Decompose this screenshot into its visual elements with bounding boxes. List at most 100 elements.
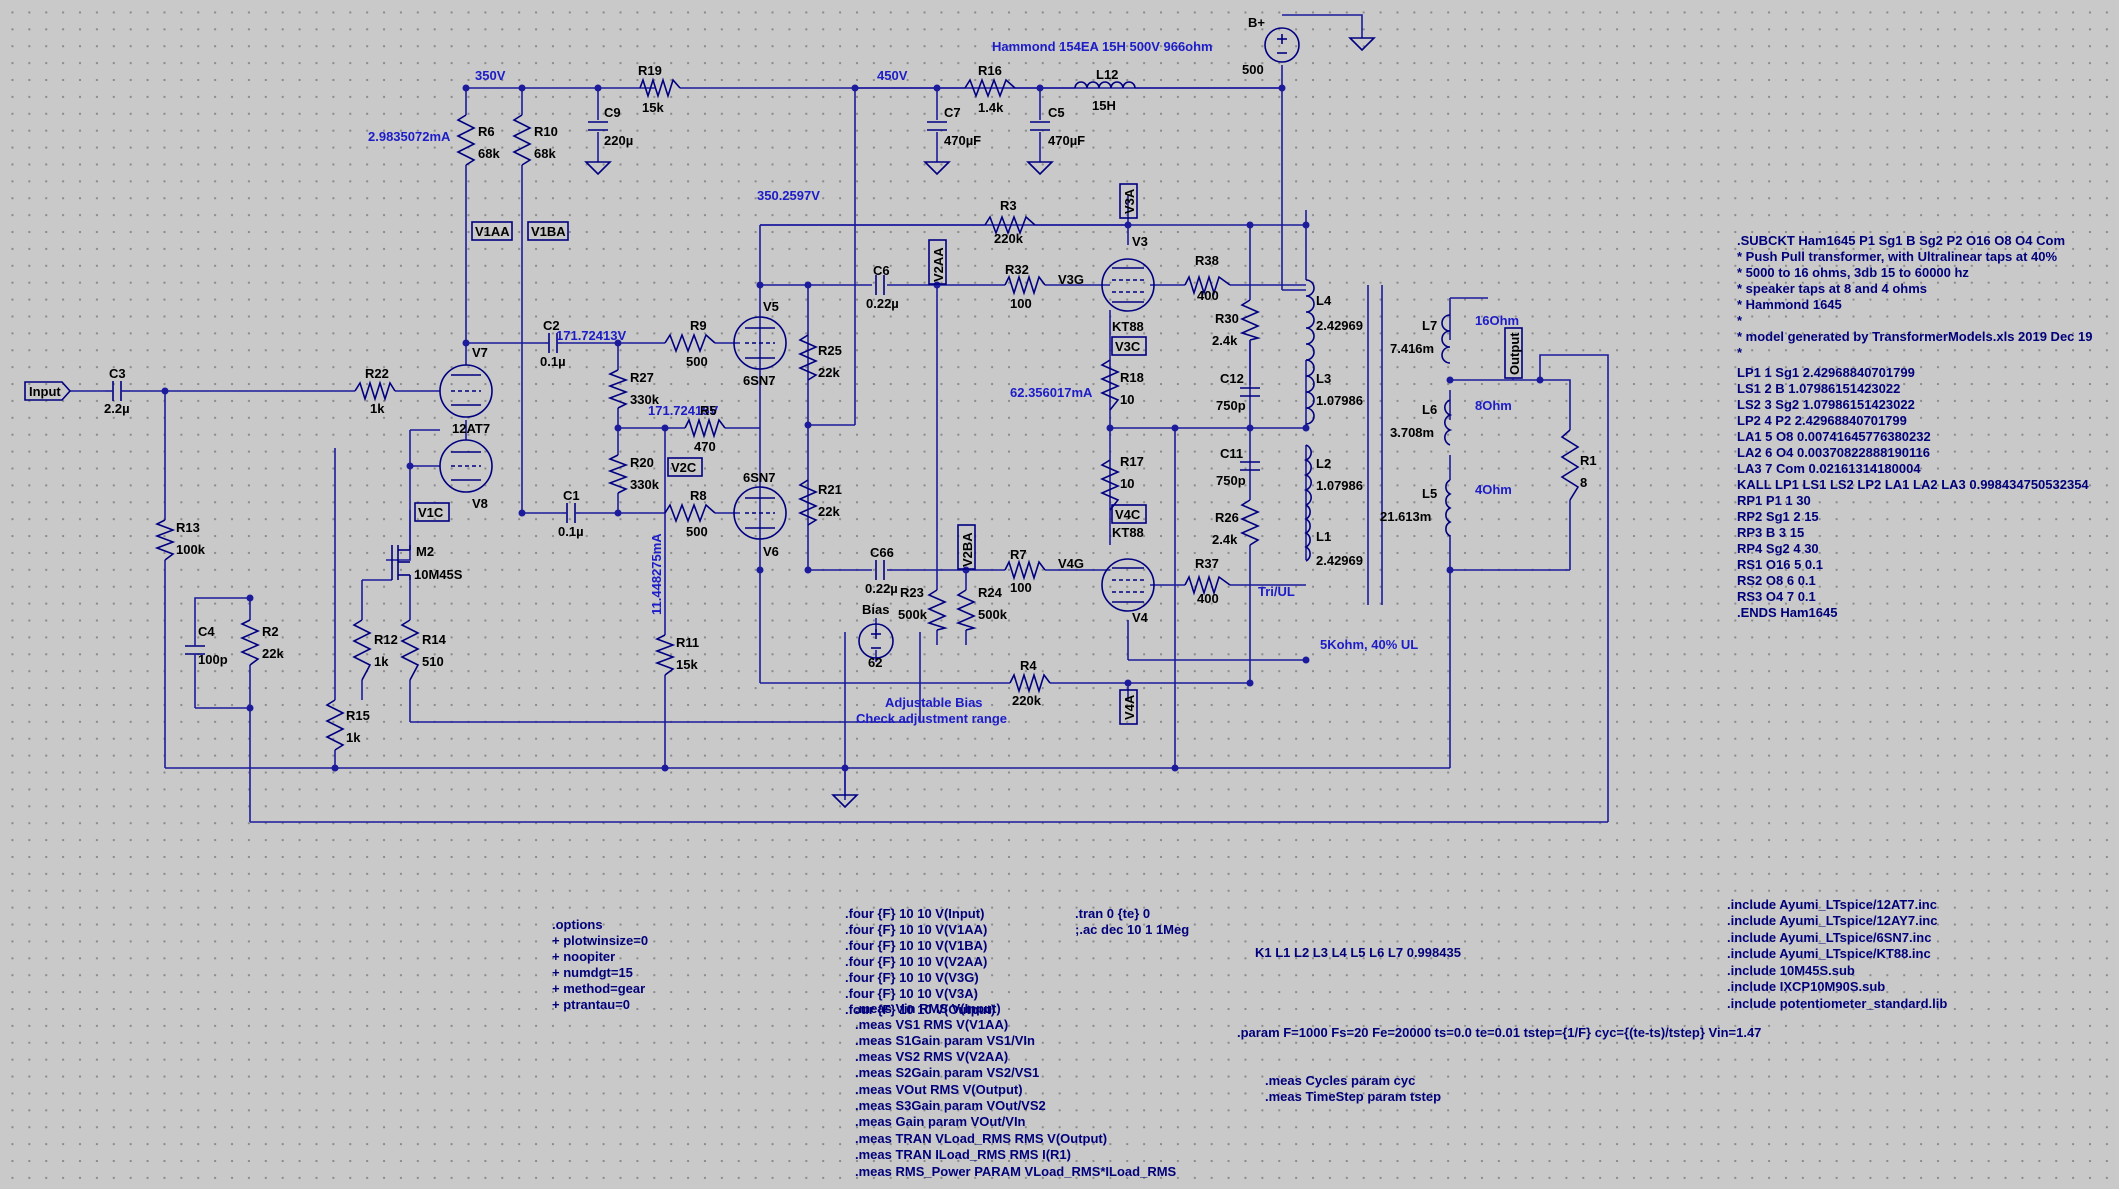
v1c-label: V1C bbox=[418, 505, 444, 520]
R8-symbol[interactable] bbox=[664, 502, 716, 524]
R37-symbol[interactable] bbox=[1184, 574, 1231, 596]
v4a-flag[interactable] bbox=[1119, 689, 1138, 725]
R27-symbol[interactable] bbox=[607, 369, 629, 409]
r26-value-label: 2.4k bbox=[1212, 532, 1238, 547]
V7-tube-symbol[interactable] bbox=[439, 364, 493, 418]
R24-symbol[interactable] bbox=[955, 589, 977, 631]
R38-symbol[interactable] bbox=[1184, 274, 1231, 296]
R26-symbol[interactable] bbox=[1240, 499, 1260, 546]
b1-value-label: 500 bbox=[1242, 62, 1264, 77]
R13-symbol[interactable] bbox=[154, 519, 176, 561]
L5-symbol[interactable] bbox=[1445, 479, 1452, 537]
directive-line: .four {F} 10 10 V(V2AA) bbox=[845, 954, 987, 969]
bplus-label: B+ bbox=[1248, 15, 1265, 30]
r32-ref-label: R32 bbox=[1005, 262, 1029, 277]
r8-value-label: 500 bbox=[686, 524, 708, 539]
L7-symbol[interactable] bbox=[1441, 314, 1451, 364]
R10-symbol[interactable] bbox=[512, 114, 532, 166]
R30-symbol[interactable] bbox=[1239, 299, 1261, 341]
v5-value-label: 6SN7 bbox=[743, 373, 776, 388]
L2-symbol[interactable] bbox=[1303, 444, 1312, 506]
R17-symbol[interactable] bbox=[1100, 459, 1120, 511]
r23-ref-label: R23 bbox=[900, 585, 924, 600]
C7-symbol[interactable] bbox=[927, 121, 947, 131]
l1-ref-label: L1 bbox=[1316, 529, 1331, 544]
C6-symbol[interactable] bbox=[875, 275, 885, 295]
R5-symbol[interactable] bbox=[684, 417, 726, 439]
c7-value-label: 470µF bbox=[944, 133, 981, 148]
directive-line: .four {F} 10 10 V(Output) bbox=[845, 1002, 995, 1017]
C4-symbol[interactable] bbox=[185, 640, 205, 662]
V4-tube-symbol[interactable] bbox=[1101, 558, 1155, 612]
directive-line: * Hammond 1645 bbox=[1737, 297, 1842, 312]
R2-symbol[interactable] bbox=[240, 619, 260, 666]
V8-tube-symbol[interactable] bbox=[439, 439, 493, 493]
R32-symbol[interactable] bbox=[1004, 274, 1046, 296]
L12-symbol[interactable] bbox=[1074, 81, 1136, 89]
R12-symbol[interactable] bbox=[352, 619, 372, 681]
bplus-source-symbol[interactable] bbox=[1264, 27, 1300, 63]
C2-symbol[interactable] bbox=[545, 333, 562, 353]
v2aa-flag[interactable] bbox=[928, 239, 947, 285]
directive-line: LA2 6 O4 0.00370822888190116 bbox=[1737, 445, 1930, 460]
v3c-flag[interactable] bbox=[1111, 336, 1147, 356]
C1-symbol[interactable] bbox=[562, 503, 580, 523]
R16-symbol[interactable] bbox=[964, 77, 1016, 99]
R4-symbol[interactable] bbox=[1009, 672, 1051, 694]
r14-value-label: 510 bbox=[422, 654, 444, 669]
m2-ref-label: M2 bbox=[416, 544, 434, 559]
directive-line: .meas Vin RMS V(Input) bbox=[855, 1001, 1001, 1016]
ground-icon bbox=[923, 161, 951, 176]
v2c-flag[interactable] bbox=[667, 457, 703, 477]
v4c-flag[interactable] bbox=[1111, 504, 1147, 524]
v1aa-flag[interactable] bbox=[471, 221, 513, 241]
C9-symbol[interactable] bbox=[588, 121, 608, 131]
v1c-flag[interactable] bbox=[414, 502, 450, 522]
R25-symbol[interactable] bbox=[798, 334, 818, 381]
v7-ref-label: V7 bbox=[472, 345, 488, 360]
v1ba-flag[interactable] bbox=[527, 221, 569, 241]
r24-ref-label: R24 bbox=[978, 585, 1003, 600]
R9-symbol[interactable] bbox=[664, 332, 716, 354]
V6-tube-symbol[interactable] bbox=[733, 486, 787, 540]
r30-ref-label: R30 bbox=[1215, 311, 1239, 326]
c66-value-label: 0.22µ bbox=[865, 581, 898, 596]
C3-symbol[interactable] bbox=[105, 381, 130, 401]
V5-tube-symbol[interactable] bbox=[733, 316, 787, 370]
R21-symbol[interactable] bbox=[798, 479, 818, 526]
R14-symbol[interactable] bbox=[400, 619, 420, 681]
L1-symbol[interactable] bbox=[1304, 504, 1311, 562]
R1-symbol[interactable] bbox=[1560, 429, 1580, 501]
R18-symbol[interactable] bbox=[1100, 359, 1120, 411]
R20-symbol[interactable] bbox=[607, 454, 629, 494]
C66-symbol[interactable] bbox=[875, 560, 885, 580]
c66-ref-label: C66 bbox=[870, 545, 894, 560]
R11-symbol[interactable] bbox=[654, 634, 676, 676]
V3-tube-symbol[interactable] bbox=[1101, 258, 1155, 312]
resistor-symbols bbox=[154, 77, 1580, 751]
input-port-flag[interactable] bbox=[24, 381, 72, 401]
bias-source-symbol[interactable] bbox=[858, 623, 894, 659]
C11-symbol[interactable] bbox=[1240, 461, 1260, 471]
R6-symbol[interactable] bbox=[456, 114, 476, 166]
L3-symbol[interactable] bbox=[1305, 359, 1315, 425]
v2ba-flag[interactable] bbox=[957, 524, 976, 570]
r22-value-label: 1k bbox=[370, 401, 385, 416]
R19-symbol[interactable] bbox=[639, 77, 681, 99]
v3a-flag[interactable] bbox=[1119, 183, 1138, 219]
R23-symbol[interactable] bbox=[926, 589, 948, 631]
tri-ul-note: Tri/UL bbox=[1258, 584, 1295, 599]
R22-symbol[interactable] bbox=[354, 380, 396, 402]
R15-symbol[interactable] bbox=[325, 699, 345, 751]
r7-value-label: 100 bbox=[1010, 580, 1032, 595]
mosfet-m2-symbol[interactable] bbox=[391, 545, 411, 580]
bias-value-label: 62 bbox=[868, 655, 882, 670]
r18-value-label: 10 bbox=[1120, 392, 1134, 407]
R3-symbol[interactable] bbox=[984, 214, 1036, 236]
L6-symbol[interactable] bbox=[1444, 399, 1453, 446]
C12-symbol[interactable] bbox=[1240, 340, 1260, 397]
C5-symbol[interactable] bbox=[1030, 121, 1050, 131]
R7-symbol[interactable] bbox=[1004, 559, 1046, 581]
L4-symbol[interactable] bbox=[1305, 279, 1315, 361]
